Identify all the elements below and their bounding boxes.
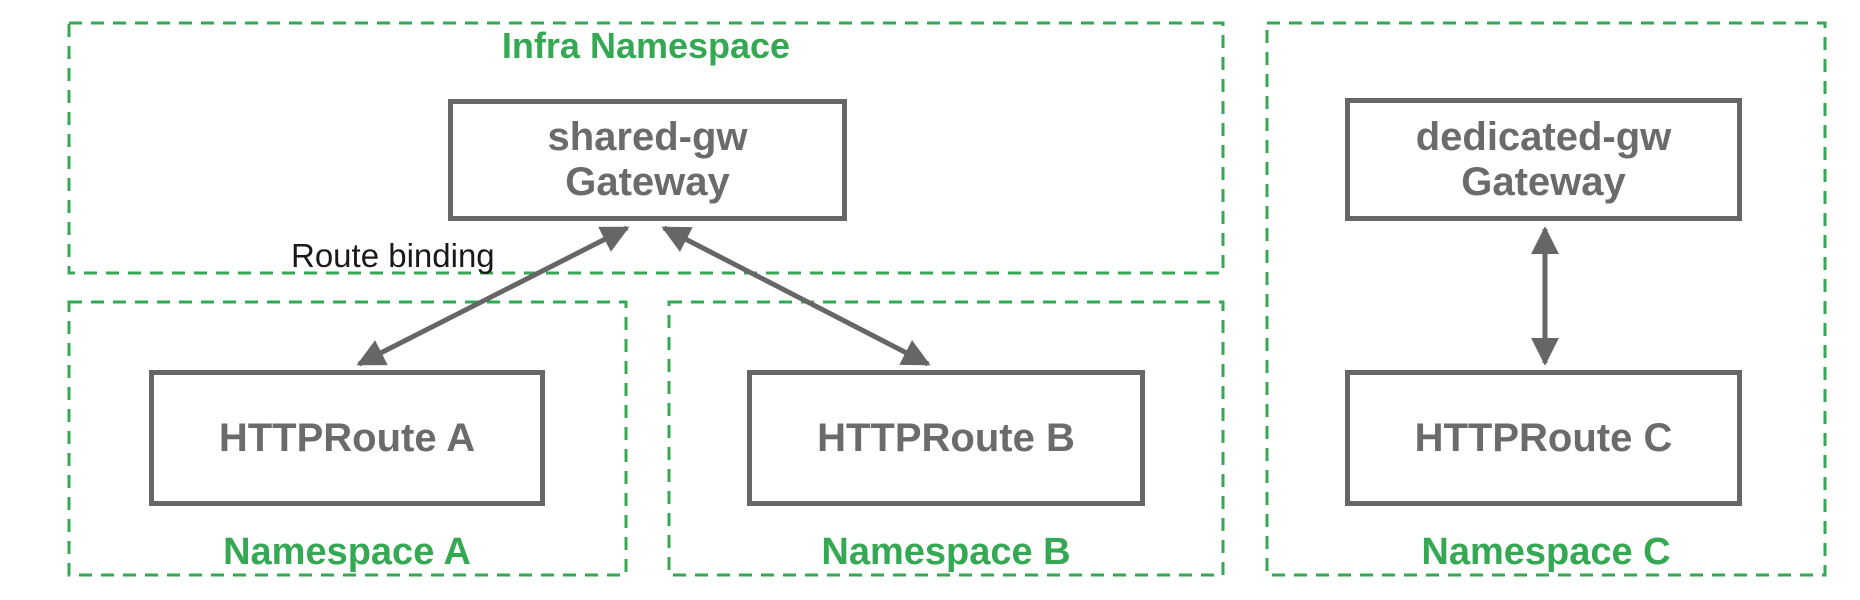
dedicated-gw-kind: Gateway	[1461, 159, 1626, 204]
httproute-a-label: HTTPRoute A	[218, 415, 476, 460]
route-binding-label: Route binding	[291, 237, 495, 274]
httproute-c-label: HTTPRoute C	[1414, 415, 1673, 460]
shared-gw-name: shared-gw	[547, 115, 748, 160]
httproute-a-box: HTTPRoute A	[149, 370, 545, 506]
namespace-c-label: Namespace C	[1421, 531, 1671, 573]
namespace-a-label: Namespace A	[223, 531, 471, 573]
httproute-b-box: HTTPRoute B	[747, 370, 1145, 506]
shared-gw-gateway-box: shared-gw Gateway	[448, 99, 847, 221]
shared-gw-kind: Gateway	[565, 160, 730, 204]
dedicated-gw-gateway-box: dedicated-gw Gateway	[1345, 98, 1742, 221]
route-b-binding-arrow	[661, 225, 931, 367]
infra-namespace-label: Infra Namespace	[501, 25, 791, 66]
httproute-b-label: HTTPRoute B	[817, 415, 1075, 460]
dedicated-gw-name: dedicated-gw	[1415, 114, 1672, 159]
namespace-b-label: Namespace B	[821, 531, 1071, 573]
httproute-c-box: HTTPRoute C	[1345, 370, 1742, 506]
